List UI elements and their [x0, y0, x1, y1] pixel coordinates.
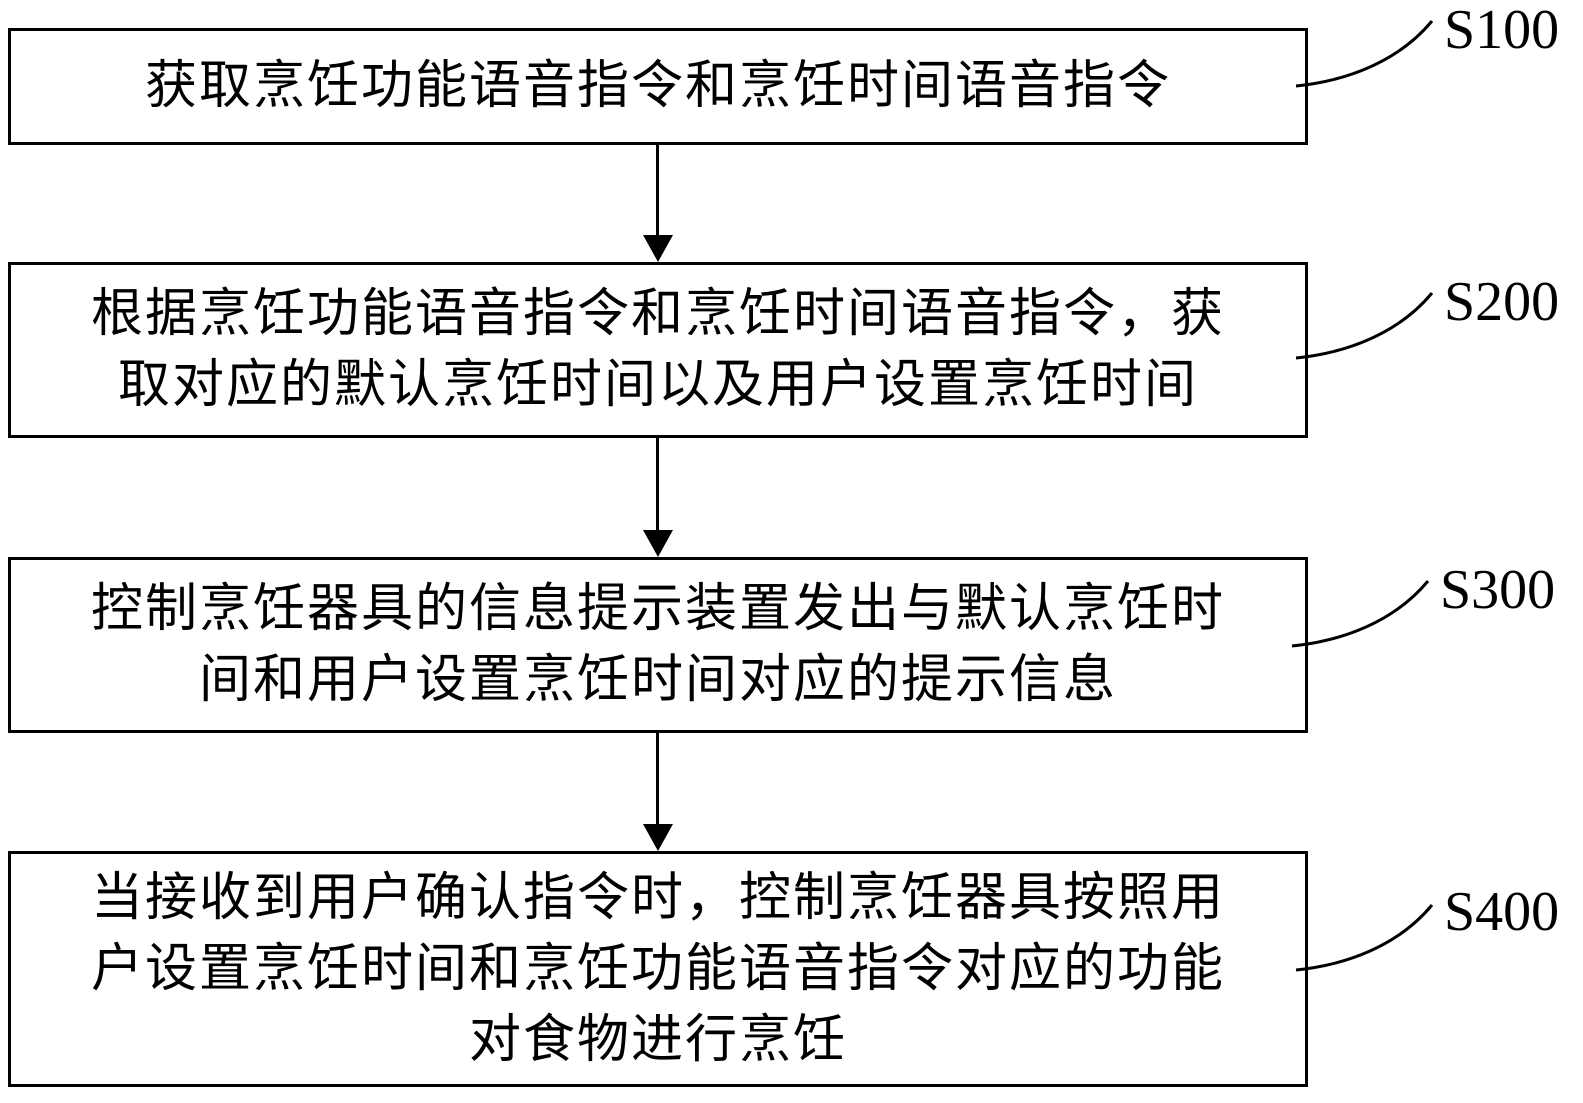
step-box-s100: 获取烹饪功能语音指令和烹饪时间语音指令	[8, 28, 1308, 145]
down-arrow-icon	[643, 530, 673, 557]
step-s200-text-line-2: 取对应的默认烹饪时间以及用户设置烹饪时间	[117, 357, 1198, 414]
flow-arrow-3-line	[656, 733, 659, 826]
reference-curve-s300	[1291, 580, 1430, 648]
step-s200-text-line-1: 根据烹饪功能语音指令和烹饪时间语音指令，获	[90, 286, 1225, 343]
step-s300-text-line-2: 间和用户设置烹饪时间对应的提示信息	[198, 652, 1117, 709]
down-arrow-icon	[643, 824, 673, 851]
reference-curve-s400	[1295, 904, 1434, 972]
step-label-s200: S200	[1444, 271, 1560, 333]
step-s400-text-line-3: 对食物进行烹饪	[468, 1011, 847, 1069]
step-label-s100: S100	[1444, 0, 1560, 61]
down-arrow-icon	[643, 235, 673, 262]
step-box-s300: 控制烹饪器具的信息提示装置发出与默认烹饪时 间和用户设置烹饪时间对应的提示信息	[8, 557, 1308, 733]
step-label-s300: S300	[1440, 559, 1556, 621]
step-s400-text-line-1: 当接收到用户确认指令时，控制烹饪器具按照用	[90, 869, 1225, 927]
step-box-s200: 根据烹饪功能语音指令和烹饪时间语音指令，获 取对应的默认烹饪时间以及用户设置烹饪…	[8, 262, 1308, 438]
step-label-s400: S400	[1444, 881, 1560, 943]
step-s300-text-line-1: 控制烹饪器具的信息提示装置发出与默认烹饪时	[90, 581, 1225, 638]
step-s400-text-line-2: 户设置烹饪时间和烹饪功能语音指令对应的功能	[90, 940, 1225, 998]
step-box-s400: 当接收到用户确认指令时，控制烹饪器具按照用 户设置烹饪时间和烹饪功能语音指令对应…	[8, 851, 1308, 1087]
reference-curve-s100	[1295, 20, 1434, 88]
reference-curve-s200	[1295, 292, 1434, 360]
flow-arrow-1-line	[656, 145, 659, 238]
flow-arrow-2-line	[656, 438, 659, 532]
step-s100-text-line-1: 获取烹饪功能语音指令和烹饪时间语音指令	[144, 58, 1171, 115]
